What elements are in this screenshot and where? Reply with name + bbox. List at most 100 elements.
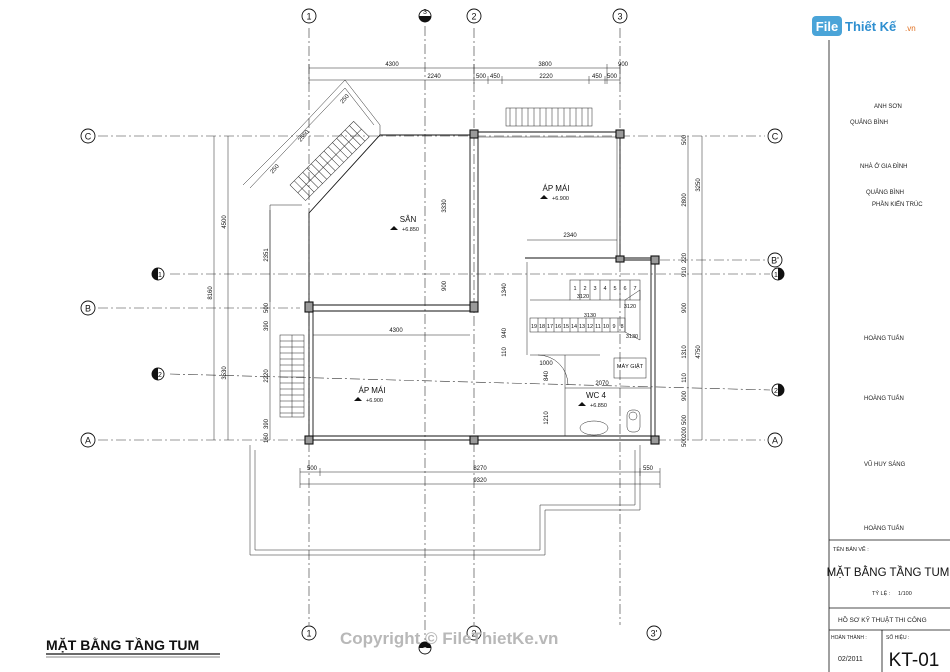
svg-text:3330: 3330 [442,199,448,213]
svg-text:A: A [772,436,778,446]
svg-text:900: 900 [682,390,688,401]
svg-text:2: 2 [774,388,778,395]
svg-text:File: File [816,19,838,34]
svg-text:C: C [85,132,92,142]
stair-step-number: 4 [603,286,606,292]
svg-text:390: 390 [264,418,270,429]
svg-text:4300: 4300 [389,328,403,334]
svg-text:Copyright © FileThietKe.vn: Copyright © FileThietKe.vn [340,629,558,648]
svg-text:550: 550 [643,466,654,472]
svg-text:2340: 2340 [563,233,577,239]
location: QUẢNG BÌNH [866,189,904,196]
person: VŨ HUY SÁNG [864,461,906,468]
svg-text:4300: 4300 [385,62,399,68]
svg-text:8270: 8270 [473,466,487,472]
stair-step-number: 1 [573,286,576,292]
svg-text:910: 910 [682,266,688,277]
stair-step-number: 18 [539,324,545,330]
stair-step-number: 17 [547,324,553,330]
sheet-number: KT-01 [889,650,940,671]
svg-text:1310: 1310 [682,345,688,359]
wc-fixtures: MÁY GIẶT [537,354,647,436]
person: HOÀNG TUẤN [864,395,904,402]
svg-text:3130: 3130 [584,313,596,319]
axis-bubble-left-B: B [80,300,96,316]
stair-step-number: 6 [623,286,626,292]
room-level: +6.850 [590,403,607,409]
railing-left [279,334,305,418]
svg-text:2070: 2070 [595,381,609,387]
svg-text:2800: 2800 [682,193,688,207]
svg-text:2220: 2220 [539,74,553,80]
svg-text:3': 3' [651,629,658,639]
svg-text:3: 3 [423,647,427,654]
svg-text:2240: 2240 [427,74,441,80]
svg-text:900: 900 [442,280,448,291]
watermark: Copyright © FileThietKe.vn [340,629,558,648]
svg-text:.vn: .vn [905,24,916,33]
svg-text:1340: 1340 [502,283,508,297]
svg-text:1: 1 [306,12,311,22]
svg-text:2351: 2351 [264,248,270,262]
svg-text:3530: 3530 [222,366,228,380]
stair-step-number: 5 [613,286,616,292]
svg-text:110: 110 [682,373,688,383]
stair-step-number: 8 [620,324,623,330]
svg-text:3120: 3120 [577,294,589,300]
room-level: +6.850 [402,227,419,233]
person: HOÀNG TUẤN [864,335,904,342]
svg-text:3130: 3130 [626,334,638,340]
svg-text:HOÀN THÀNH :: HOÀN THÀNH : [831,634,867,641]
svg-text:1: 1 [774,272,778,279]
svg-text:500: 500 [607,74,618,80]
stair-step-number: 15 [563,324,569,330]
svg-text:SỐ HIỆU :: SỐ HIỆU : [886,633,909,641]
brand-logo: File Thiết Kế .vn [812,16,916,36]
svg-text:1210: 1210 [544,411,550,425]
title-block: ANH SƠN QUẢNG BÌNH NHÀ Ở GIA ĐÌNH QUẢNG … [827,40,950,672]
axis-bubble-top-1: 1 [301,8,317,24]
svg-text:3250: 3250 [696,178,702,192]
svg-text:900: 900 [618,62,629,68]
axis-bubble-left-A: A [80,432,96,448]
axis-bubble-bottom-1: 1 [301,625,317,641]
svg-text:2220: 2220 [264,369,270,383]
svg-text:2: 2 [471,629,476,639]
person: HOÀNG TUẤN [864,525,904,532]
svg-text:4750: 4750 [696,345,702,359]
dimensions: 4300 3800 900 2240 500 450 2220 450 500 … [208,62,703,488]
svg-text:1: 1 [158,272,162,279]
svg-text:4500: 4500 [222,215,228,229]
svg-text:2: 2 [471,12,476,22]
svg-text:840: 840 [544,370,550,381]
svg-text:450: 450 [490,74,501,80]
stair-step-number: 13 [579,324,585,330]
axis-bubble-top-3: 3 [612,8,628,24]
svg-text:220: 220 [682,252,688,263]
drawing-name: MẶT BẰNG TẦNG TUM [827,566,950,579]
svg-text:200: 200 [682,426,688,437]
svg-text:3120: 3120 [624,304,636,310]
svg-text:450: 450 [592,74,603,80]
svg-text:900: 900 [682,302,688,313]
stair-step-number: 3 [593,286,596,292]
stair-step-number: 9 [612,324,615,330]
svg-text:250: 250 [270,163,281,175]
grid-lines [98,26,771,640]
axis-bubble-right-A: A [767,432,783,448]
svg-text:Thiết Kế: Thiết Kế [845,19,897,34]
svg-text:9320: 9320 [473,478,487,484]
dossier: HỒ SƠ KỸ THUẬT THI CÔNG [838,614,927,624]
svg-text:500: 500 [307,466,318,472]
axis-bubbles: 1 2 3 3 1 2 3' 3 C B A C B' A 1 2 1 2 [80,8,785,655]
stair-step-number: 10 [603,324,609,330]
svg-text:2: 2 [158,372,162,379]
room-labels: SÂN +6.850 ÁP MÁI +6.900 ÁP MÁI +6.900 W… [354,184,607,409]
stair-step-number: 2 [583,286,586,292]
svg-text:A: A [85,436,91,446]
svg-text:500: 500 [682,134,688,145]
section-marker-left-1: 1 [151,267,165,281]
completed-date: 02/2011 [838,656,863,663]
